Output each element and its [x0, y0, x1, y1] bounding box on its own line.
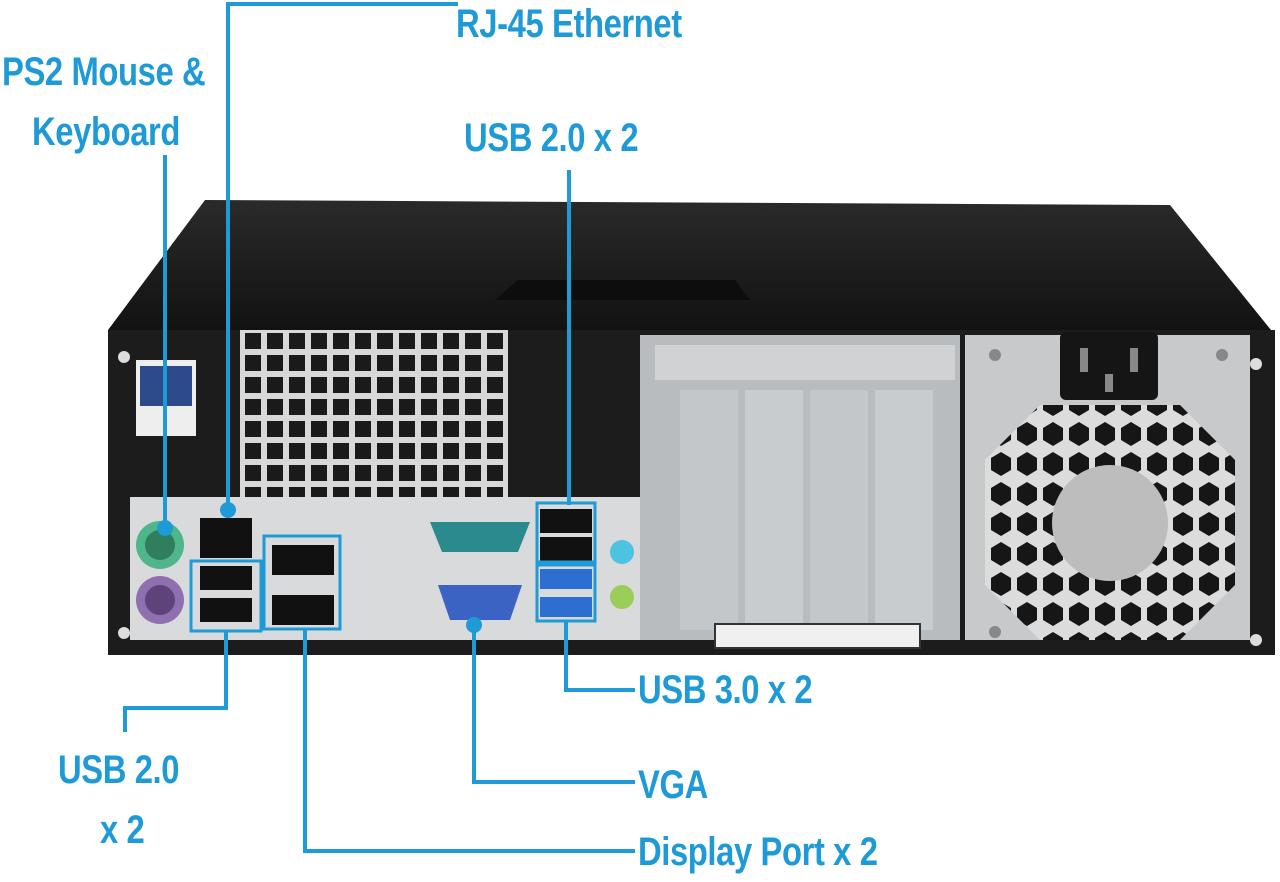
displayport-1 [272, 545, 334, 575]
usb3-label: USB 3.0 x 2 [638, 668, 813, 712]
serial-port [430, 522, 530, 552]
usb2-rear-port-2 [200, 598, 252, 622]
displayport-2 [272, 595, 334, 625]
callout-lines [123, 2, 635, 853]
rj45-callout-dot [220, 502, 236, 518]
audio-line-out-port [610, 585, 634, 609]
ps2-label-line-1: PS2 Mouse & [2, 50, 206, 94]
usb2-bottom-label-line-1: USB 2.0 [58, 748, 180, 792]
ps2-keyboard-port [136, 576, 184, 624]
usb2-rear-port-1 [200, 566, 252, 590]
vga-callout-dot [466, 617, 482, 633]
usb2-upper-port-2 [540, 537, 592, 561]
ps2-mouse-port [136, 521, 184, 569]
displayport-label: Display Port x 2 [638, 830, 878, 874]
vga-label: VGA [638, 763, 708, 807]
usb2-bottom-label-line-2: x 2 [100, 808, 145, 852]
vent-grille [240, 330, 508, 500]
audio-line-in-port [610, 540, 634, 564]
expansion-slots [640, 335, 960, 649]
usb3-port-1 [540, 569, 592, 589]
usb3-port-2 [540, 597, 592, 617]
displayport-highlight [262, 534, 342, 631]
usb2-top-label: USB 2.0 x 2 [464, 116, 639, 160]
vga-port [438, 585, 522, 620]
rj45-label: RJ-45 Ethernet [456, 2, 682, 46]
ethernet-port [200, 518, 252, 558]
usb2-upper-port-1 [540, 509, 592, 533]
usb2-top-highlight [535, 501, 597, 564]
power-supply [965, 332, 1250, 640]
ps2-callout-dot [157, 520, 173, 536]
ps2-label-line-2: Keyboard [32, 110, 181, 154]
